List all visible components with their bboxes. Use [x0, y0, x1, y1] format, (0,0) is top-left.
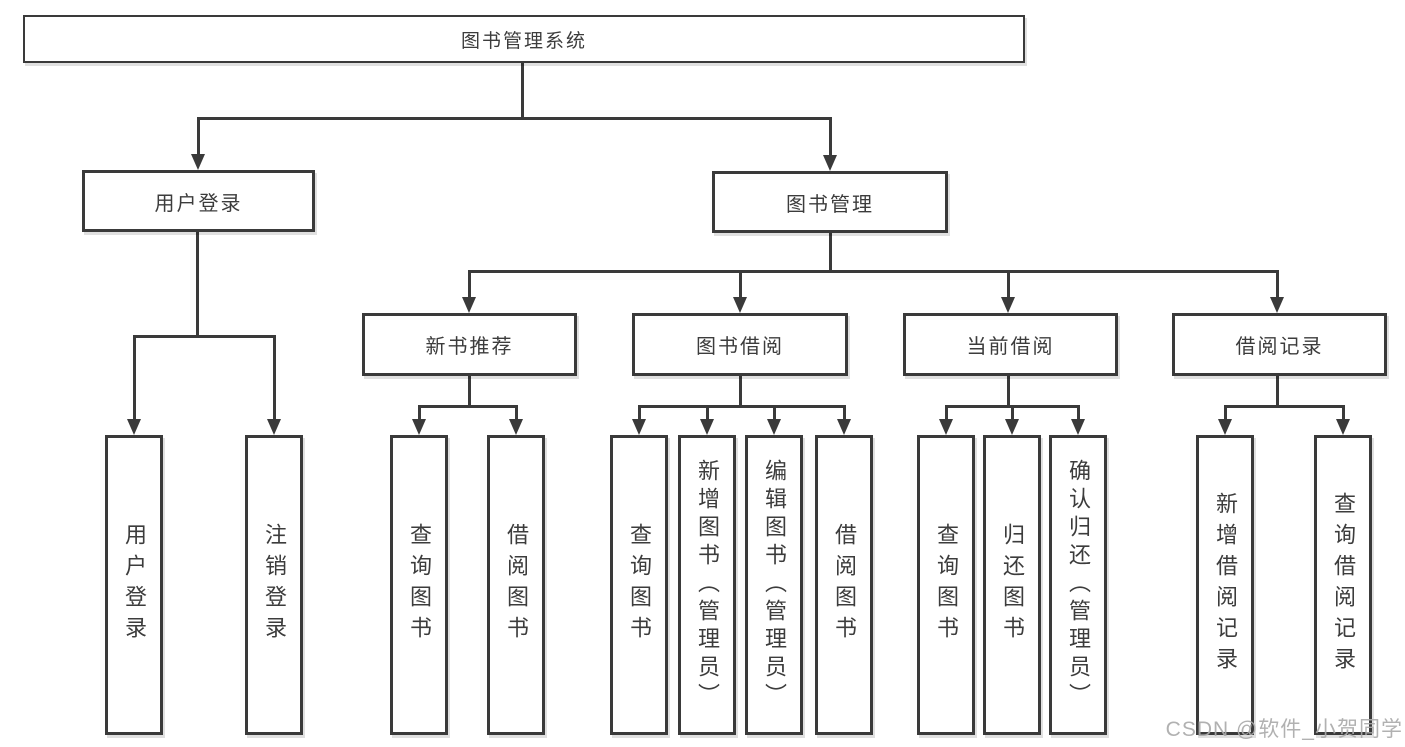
node-label: 查询借阅记录 — [1331, 492, 1356, 678]
node-label: 查询图书 — [407, 523, 432, 647]
arrow-down-icon — [412, 419, 426, 435]
node-label: 确认归还（管理员） — [1066, 459, 1091, 711]
connector-line — [197, 117, 832, 120]
leaf-return-books: 归还图书 — [983, 435, 1041, 735]
arrow-down-icon — [733, 297, 747, 313]
node-root: 图书管理系统 — [23, 15, 1025, 63]
leaf-query-books-3: 查询图书 — [917, 435, 975, 735]
connector-line — [739, 270, 742, 297]
node-user-login: 用户登录 — [82, 170, 315, 232]
node-label: 用户登录 — [154, 192, 243, 215]
leaf-borrow-books-1: 借阅图书 — [487, 435, 545, 735]
leaf-confirm-return-admin: 确认归还（管理员） — [1049, 435, 1107, 735]
connector-line — [706, 405, 709, 419]
connector-line — [638, 405, 641, 419]
connector-line — [515, 405, 518, 419]
arrow-down-icon — [191, 154, 205, 170]
connector-line — [521, 63, 524, 119]
leaf-add-books-admin: 新增图书（管理员） — [678, 435, 736, 735]
connector-line — [638, 405, 846, 408]
connector-line — [133, 335, 136, 419]
connector-line — [133, 335, 276, 338]
node-label: 借阅图书 — [832, 523, 857, 647]
node-label: 新书推荐 — [425, 336, 514, 358]
node-label: 新增借阅记录 — [1213, 492, 1238, 678]
node-label: 图书管理 — [786, 193, 874, 216]
connector-line — [1224, 405, 1227, 419]
node-label: 借阅记录 — [1235, 336, 1324, 358]
connector-line — [197, 117, 200, 154]
arrow-down-icon — [509, 419, 523, 435]
node-book-management: 图书管理 — [712, 171, 948, 233]
arrow-down-icon — [1218, 419, 1232, 435]
node-label: 用户登录 — [122, 523, 147, 647]
arrow-down-icon — [1071, 419, 1085, 435]
leaf-query-books-2: 查询图书 — [610, 435, 668, 735]
connector-line — [1077, 405, 1080, 419]
connector-line — [468, 376, 471, 407]
node-label: 归还图书 — [1000, 523, 1025, 647]
connector-line — [1007, 376, 1010, 407]
leaf-user-login: 用户登录 — [105, 435, 163, 735]
arrow-down-icon — [127, 419, 141, 435]
arrow-down-icon — [1001, 297, 1015, 313]
leaf-edit-books-admin: 编辑图书（管理员） — [745, 435, 803, 735]
arrow-down-icon — [939, 419, 953, 435]
connector-line — [196, 232, 199, 336]
connector-line — [773, 405, 776, 419]
leaf-query-borrow-record: 查询借阅记录 — [1314, 435, 1372, 735]
connector-line — [1224, 405, 1345, 408]
node-new-book-recommend: 新书推荐 — [362, 313, 577, 376]
connector-line — [468, 270, 1279, 273]
node-label: 图书借阅 — [696, 336, 784, 358]
arrow-down-icon — [1005, 419, 1019, 435]
node-current-borrow: 当前借阅 — [903, 313, 1118, 376]
leaf-borrow-books-2: 借阅图书 — [815, 435, 873, 735]
connector-line — [418, 405, 421, 419]
connector-line — [1276, 376, 1279, 407]
node-label: 注销登录 — [262, 523, 287, 647]
connector-line — [468, 270, 471, 297]
connector-line — [273, 335, 276, 419]
node-label: 借阅图书 — [504, 523, 529, 647]
connector-line — [1276, 270, 1279, 297]
arrow-down-icon — [1270, 297, 1284, 313]
arrow-down-icon — [632, 419, 646, 435]
connector-line — [829, 117, 832, 155]
leaf-logout: 注销登录 — [245, 435, 303, 735]
arrow-down-icon — [1336, 419, 1350, 435]
connector-line — [945, 405, 948, 419]
node-label: 当前借阅 — [966, 336, 1055, 358]
arrow-down-icon — [823, 155, 837, 171]
connector-line — [739, 376, 742, 407]
node-label: 编辑图书（管理员） — [762, 459, 787, 711]
arrow-down-icon — [462, 297, 476, 313]
node-label: 查询图书 — [627, 523, 652, 647]
node-label: 查询图书 — [934, 523, 959, 647]
arrow-down-icon — [267, 419, 281, 435]
node-borrow-records: 借阅记录 — [1172, 313, 1387, 376]
connector-line — [1011, 405, 1014, 419]
node-label: 新增图书（管理员） — [695, 459, 720, 711]
connector-line — [1007, 270, 1010, 297]
arrow-down-icon — [700, 419, 714, 435]
leaf-query-books-1: 查询图书 — [390, 435, 448, 735]
connector-line — [1342, 405, 1345, 419]
leaf-add-borrow-record: 新增借阅记录 — [1196, 435, 1254, 735]
arrow-down-icon — [837, 419, 851, 435]
connector-line — [843, 405, 846, 419]
node-label: 图书管理系统 — [460, 30, 587, 52]
connector-line — [418, 405, 518, 408]
connector-line — [829, 233, 832, 273]
watermark: CSDN @软件_小贺同学 — [1165, 718, 1403, 741]
node-book-borrow: 图书借阅 — [632, 313, 848, 376]
arrow-down-icon — [767, 419, 781, 435]
